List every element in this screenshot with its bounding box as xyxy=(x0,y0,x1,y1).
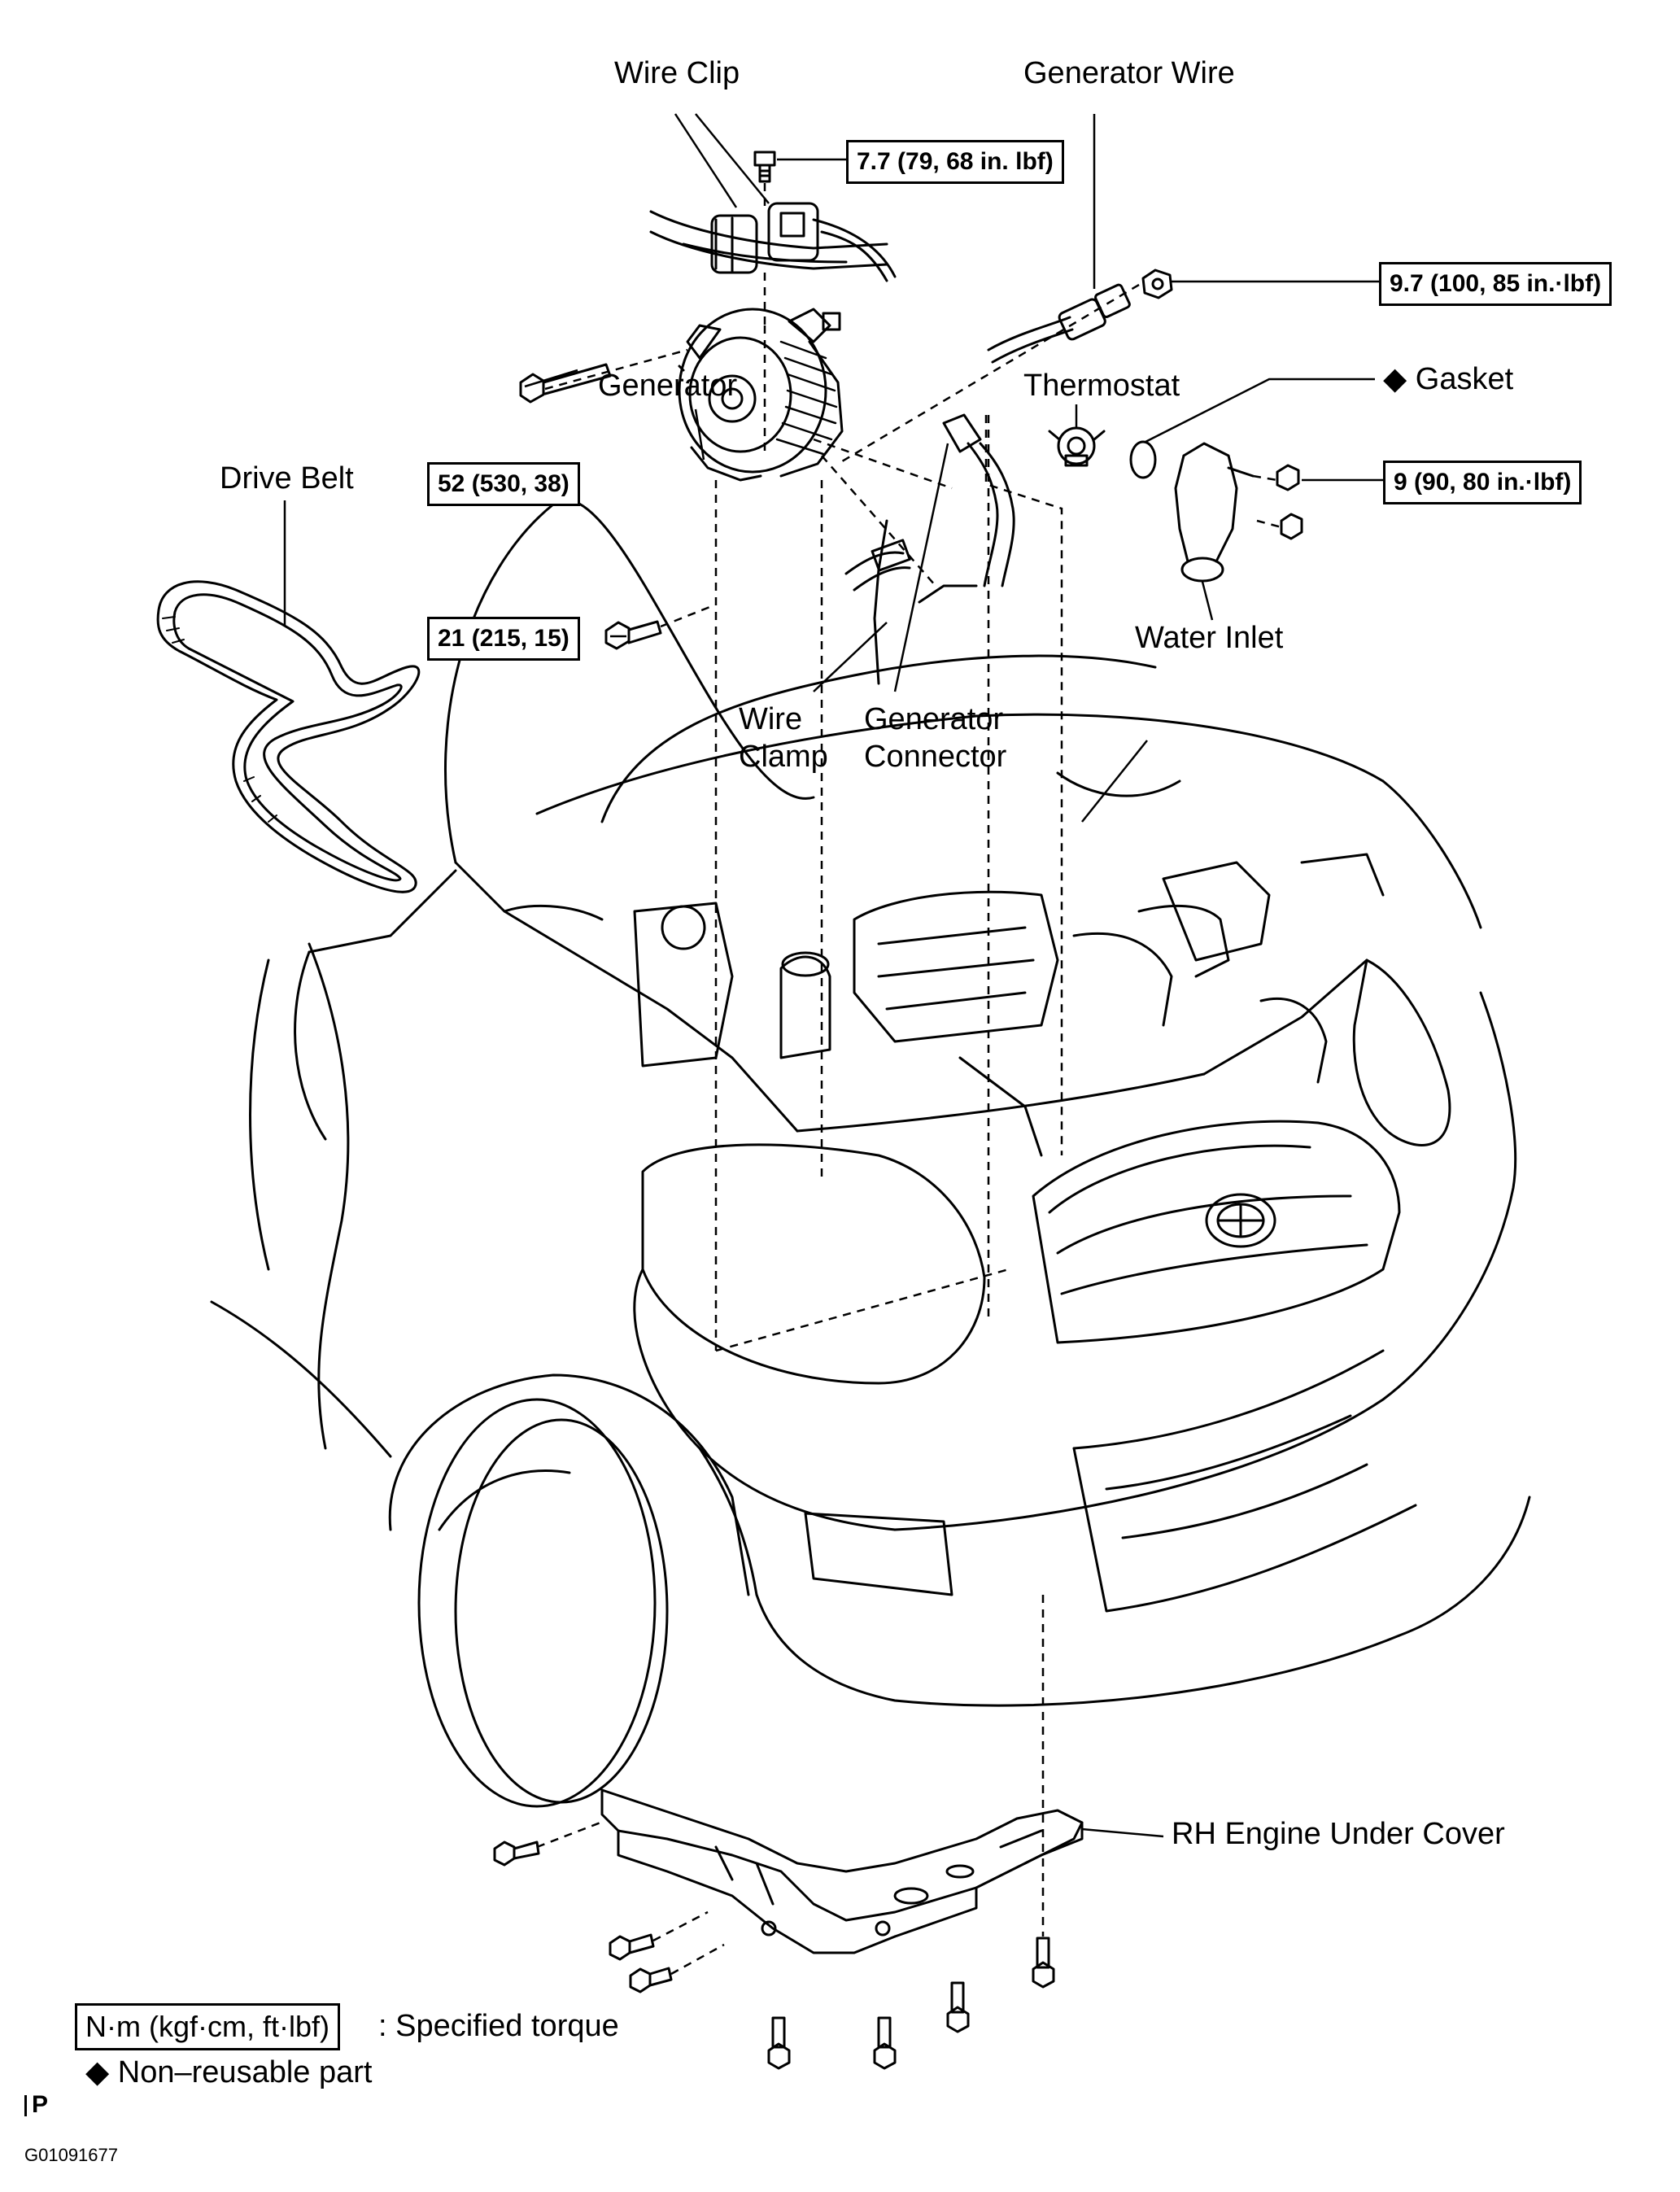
gasket-text: Gasket xyxy=(1415,362,1514,396)
torque-generator-lower-bolt: 21 (215, 15) xyxy=(427,617,580,661)
page-mark-text: P xyxy=(32,2091,49,2118)
non-reusable-symbol: ◆ xyxy=(1383,362,1407,396)
gasket-label: ◆ Gasket xyxy=(1383,361,1513,397)
gasket xyxy=(1129,440,1157,479)
legend-non-reusable: ◆ Non–reusable part xyxy=(85,2054,372,2090)
legend-non-reusable-text: Non–reusable part xyxy=(117,2055,373,2089)
torque-water-inlet-nut: 9 (90, 80 in.·lbf) xyxy=(1383,461,1582,504)
wire-clamp xyxy=(844,519,911,685)
under-cover-bolts xyxy=(493,1840,1055,2070)
wire-clamp-label-line1: Wire xyxy=(739,702,803,736)
drive-belt xyxy=(156,580,421,893)
rh-engine-under-cover xyxy=(600,1788,1084,1954)
wire-clip-label: Wire Clip xyxy=(614,56,740,90)
thermostat xyxy=(1048,426,1106,467)
water-inlet-nut-upper xyxy=(1276,464,1300,491)
page-mark: P xyxy=(24,2091,48,2119)
page-mark-bar xyxy=(24,2095,27,2117)
generator-label: Generator xyxy=(598,369,738,403)
generator-upper-bolt xyxy=(519,363,612,404)
torque-generator-upper-bolt: 52 (530, 38) xyxy=(427,462,580,506)
vehicle-body xyxy=(210,499,1531,1808)
torque-wire-clip-bolt: 7.7 (79, 68 in. lbf) xyxy=(846,140,1064,184)
generator-wire-label: Generator Wire xyxy=(1023,56,1235,90)
generator-wire xyxy=(987,283,1131,364)
torque-generator-wire-nut: 9.7 (100, 85 in.·lbf) xyxy=(1379,262,1612,306)
generator-connector-label-line1: Generator xyxy=(864,702,1004,736)
generator xyxy=(678,308,844,482)
water-inlet-nut-lower xyxy=(1280,513,1303,540)
legend-torque-description: : Specified torque xyxy=(378,2009,619,2043)
thermostat-label: Thermostat xyxy=(1023,369,1180,403)
generator-wire-nut xyxy=(1141,269,1173,299)
generator-lower-bolt xyxy=(604,620,662,650)
figure-id: G01091677 xyxy=(24,2145,118,2165)
wire-clip-harness xyxy=(649,202,897,282)
rh-engine-under-cover-label: RH Engine Under Cover xyxy=(1172,1817,1505,1851)
legend-torque-units: N·m (kgf·cm, ft·lbf) xyxy=(75,2003,340,2050)
drive-belt-label: Drive Belt xyxy=(220,461,354,496)
generator-connector-label-line2: Connector xyxy=(864,740,1007,774)
wire-clamp-label-line2: Clamp xyxy=(739,740,828,774)
water-inlet xyxy=(1174,442,1255,583)
legend-non-reusable-symbol: ◆ xyxy=(85,2055,110,2089)
wire-clip-bolt xyxy=(753,151,776,183)
water-inlet-label: Water Inlet xyxy=(1135,621,1284,655)
